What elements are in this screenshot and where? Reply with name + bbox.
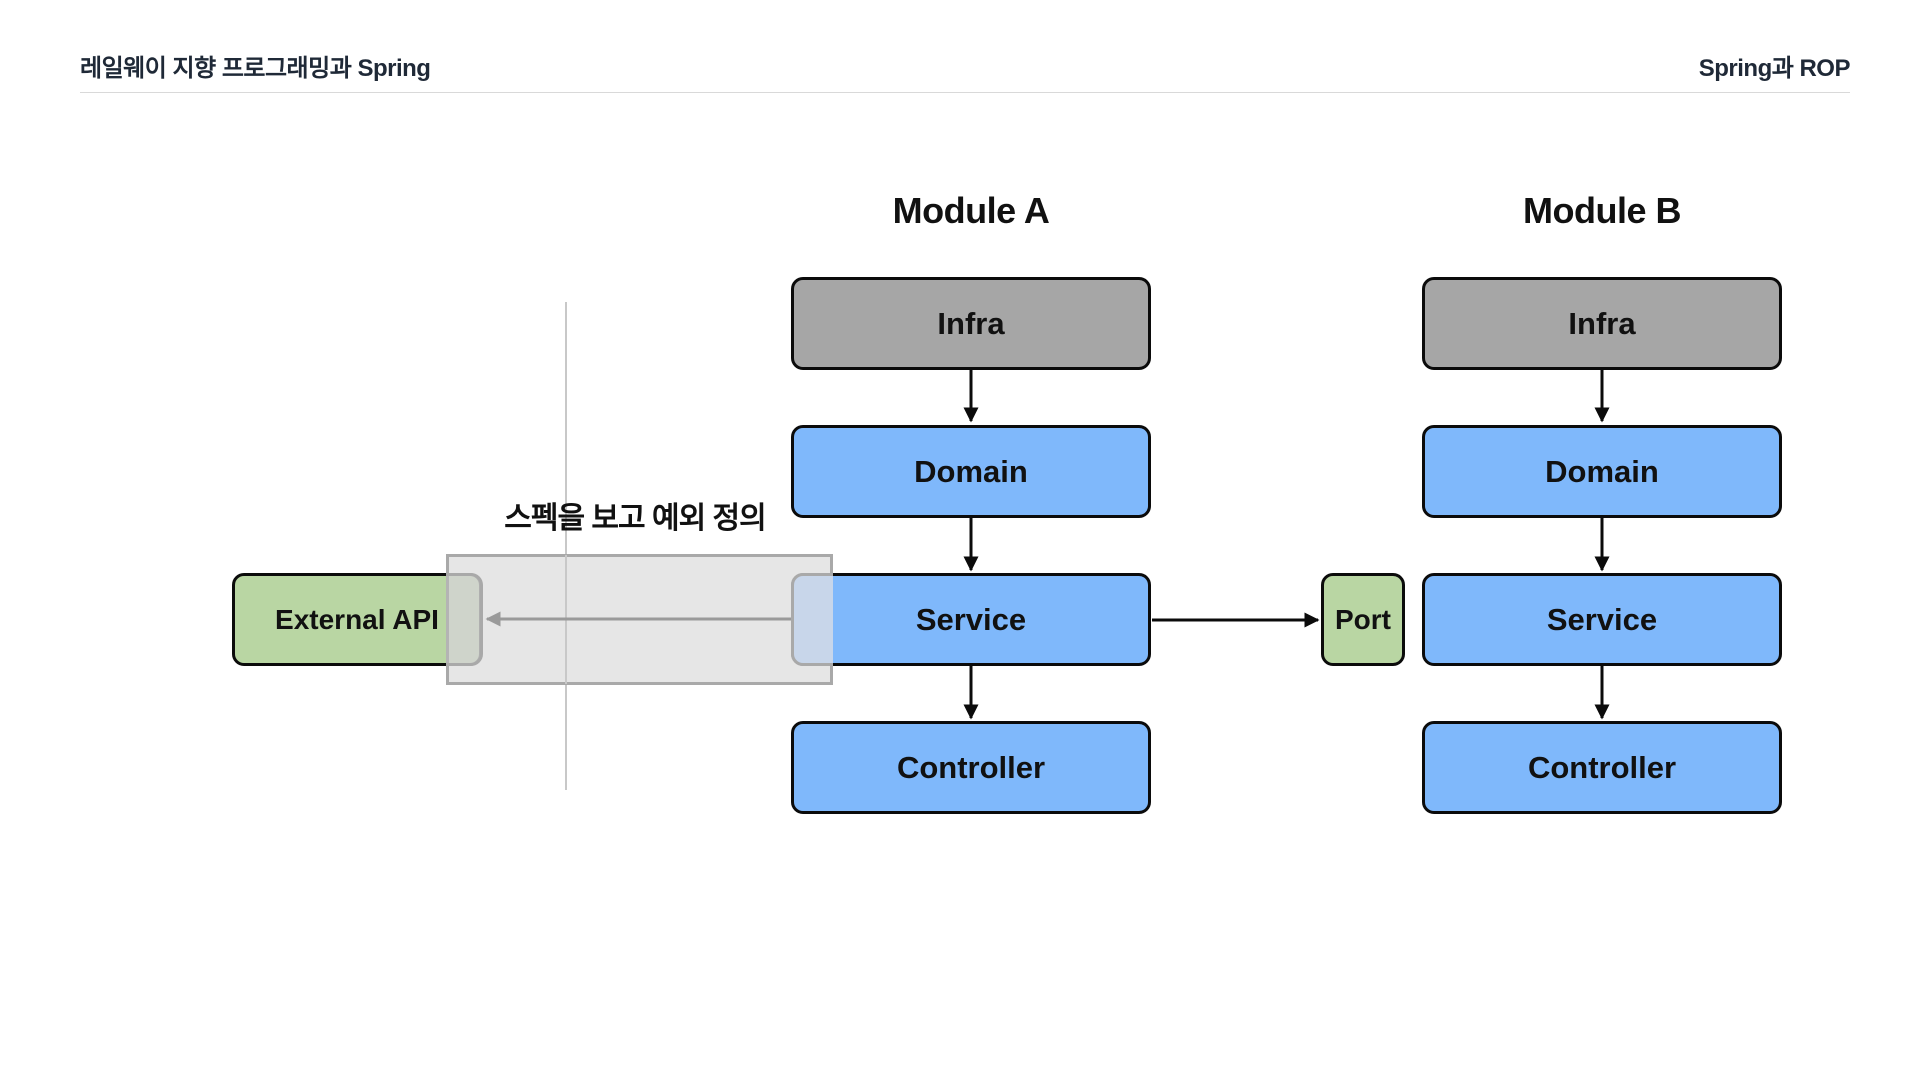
module-b-title: Module B [1523, 190, 1681, 231]
module-a-domain-label: Domain [914, 453, 1028, 489]
module-b-controller-label: Controller [1527, 749, 1677, 785]
module-a-infra-box: Infra [791, 277, 1151, 370]
module-a-controller-box: Controller [791, 721, 1151, 814]
external-api-box: External API [232, 573, 482, 666]
module-b-infra-label: Infra [1568, 305, 1636, 341]
module-a-service-box: Service [791, 573, 1151, 666]
module-b-controller-box: Controller [1422, 721, 1782, 814]
module-a-controller-label: Controller [896, 749, 1046, 785]
module-a-title: Module A [892, 190, 1050, 231]
module-b-domain-label: Domain [1545, 453, 1659, 489]
module-a-service-label: Service [915, 601, 1027, 637]
port-box: Port [1321, 573, 1405, 666]
module-b-infra-box: Infra [1422, 277, 1782, 370]
module-b-service-label: Service [1546, 601, 1658, 637]
presentation-title: 레일웨이 지향 프로그래밍과 Spring [80, 55, 431, 82]
external-api-edge-overlay [446, 573, 483, 666]
service-edge-overlay [791, 573, 833, 666]
module-b-service-box: Service [1422, 573, 1782, 666]
header-divider [80, 92, 1850, 93]
exception-spec-caption: 스펙을 보고 예외 정의 [504, 502, 766, 535]
module-b-domain-box: Domain [1422, 425, 1782, 518]
port-label: Port [1335, 603, 1391, 635]
module-a-infra-label: Infra [937, 305, 1005, 341]
module-a-domain-box: Domain [791, 425, 1151, 518]
external-api-label: External API [275, 603, 439, 635]
section-title: Spring과 ROP [1698, 55, 1851, 82]
